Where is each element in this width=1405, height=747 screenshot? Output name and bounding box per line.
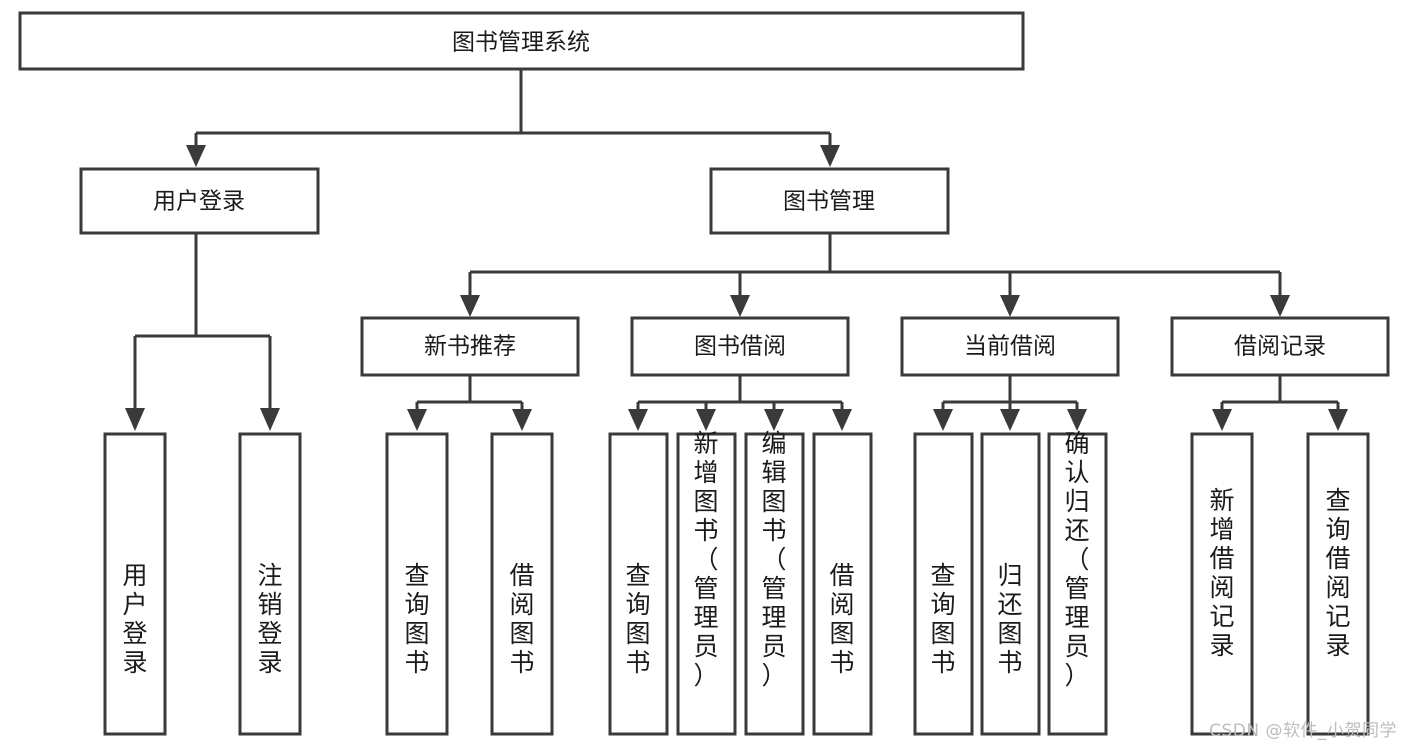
node-borrow-record-label: 借阅记录 <box>1234 334 1326 360</box>
leaf-borrow-query-book-label: 查询图书 <box>625 561 650 677</box>
leaf-node[interactable]: 确认归还（管理员） <box>1047 429 1108 736</box>
node-root[interactable]: 图书管理系统 <box>18 11 1025 71</box>
leaf-node[interactable]: 借阅图书 <box>490 432 554 736</box>
arrow-user-leaf1-icon <box>125 408 145 431</box>
node-new-book-recommend-box[interactable] <box>360 316 580 377</box>
leaf-node[interactable]: 查询图书 <box>385 432 449 736</box>
leaf-current-query-book-box[interactable] <box>913 432 974 736</box>
leaf-record-query-box[interactable] <box>1306 432 1370 736</box>
arrow-user-leaf2-icon <box>260 408 280 431</box>
node-root-box[interactable] <box>18 11 1025 71</box>
node-book-management-box[interactable] <box>709 167 950 235</box>
arrow-record-l2-icon <box>1328 409 1348 431</box>
connector-layer <box>125 70 1348 431</box>
leaf-current-confirm-return-box[interactable] <box>1047 432 1108 736</box>
leaf-record-add-box[interactable] <box>1190 432 1254 736</box>
leaf-current-query-book-label: 查询图书 <box>930 561 955 677</box>
node-user-login[interactable]: 用户登录 <box>79 167 320 235</box>
arrow-borrow-l1-icon <box>628 409 648 431</box>
arrow-book-to-c2-icon <box>730 295 750 317</box>
node-user-login-label: 用户登录 <box>153 189 245 215</box>
node-book-management[interactable]: 图书管理 <box>709 167 950 235</box>
arrow-book-to-c3-icon <box>1000 295 1020 317</box>
arrow-current-l3-icon <box>1067 409 1087 431</box>
arrow-root-to-book-icon <box>820 145 840 167</box>
leaf-borrow-query-book-box[interactable] <box>608 432 669 736</box>
leaf-node[interactable]: 用户登录 <box>103 432 167 736</box>
arrow-borrow-l2-icon <box>696 409 716 431</box>
leaf-record-add-label: 新增借阅记录 <box>1209 486 1234 660</box>
leaf-borrow-edit-book-box[interactable] <box>744 432 805 736</box>
node-root-label: 图书管理系统 <box>452 30 590 56</box>
leaf-user-login-label: 用户登录 <box>122 561 147 677</box>
leaf-node[interactable]: 借阅图书 <box>812 432 873 736</box>
node-new-book-recommend[interactable]: 新书推荐 <box>360 316 580 377</box>
leaf-current-confirm-return-label: 确认归还（管理员） <box>1064 429 1089 690</box>
leaf-rec-borrow-book-label: 借阅图书 <box>509 561 534 677</box>
leaf-node[interactable]: 查询借阅记录 <box>1306 432 1370 736</box>
leaf-current-return-book-label: 归还图书 <box>997 561 1022 677</box>
leaf-borrow-borrow-book-box[interactable] <box>812 432 873 736</box>
node-book-borrow-box[interactable] <box>630 316 850 377</box>
leaf-current-return-book-box[interactable] <box>980 432 1041 736</box>
arrow-borrow-l4-icon <box>832 409 852 431</box>
leaf-record-query-label: 查询借阅记录 <box>1325 486 1350 660</box>
arrow-rec-l2-icon <box>512 409 532 431</box>
arrow-record-l1-icon <box>1212 409 1232 431</box>
leaf-user-logout-box[interactable] <box>238 432 302 736</box>
leaf-node[interactable]: 注销登录 <box>238 432 302 736</box>
node-current-borrow-box[interactable] <box>900 316 1120 377</box>
node-book-borrow-label: 图书借阅 <box>694 334 786 360</box>
node-user-login-box[interactable] <box>79 167 320 235</box>
node-current-borrow-label: 当前借阅 <box>964 334 1056 360</box>
leaf-rec-query-book-label: 查询图书 <box>404 561 429 677</box>
arrow-book-to-c4-icon <box>1270 295 1290 317</box>
leaf-borrow-add-book-box[interactable] <box>676 432 737 736</box>
arrow-current-l1-icon <box>933 409 953 431</box>
leaf-node[interactable]: 新增图书（管理员） <box>676 429 737 736</box>
arrow-current-l2-icon <box>1000 409 1020 431</box>
node-book-borrow[interactable]: 图书借阅 <box>630 316 850 377</box>
arrow-borrow-l3-icon <box>764 409 784 431</box>
leaf-node[interactable]: 查询图书 <box>608 432 669 736</box>
leaf-user-login-box[interactable] <box>103 432 167 736</box>
leaf-borrow-borrow-book-label: 借阅图书 <box>829 561 854 677</box>
arrow-root-to-user-icon <box>186 145 206 167</box>
leaf-node[interactable]: 查询图书 <box>913 432 974 736</box>
node-book-management-label: 图书管理 <box>783 189 875 215</box>
leaf-node[interactable]: 新增借阅记录 <box>1190 432 1254 736</box>
leaf-rec-query-book-box[interactable] <box>385 432 449 736</box>
leaf-user-logout-label: 注销登录 <box>257 561 282 677</box>
arrow-book-to-c1-icon <box>460 295 480 317</box>
leaf-rec-borrow-book-box[interactable] <box>490 432 554 736</box>
node-current-borrow[interactable]: 当前借阅 <box>900 316 1120 377</box>
node-borrow-record-box[interactable] <box>1170 316 1390 377</box>
arrow-rec-l1-icon <box>407 409 427 431</box>
leaf-node[interactable]: 归还图书 <box>980 432 1041 736</box>
leaf-node[interactable]: 编辑图书（管理员） <box>744 429 805 736</box>
leaf-borrow-add-book-label: 新增图书（管理员） <box>693 429 718 690</box>
node-new-book-recommend-label: 新书推荐 <box>424 334 516 360</box>
leaf-borrow-edit-book-label: 编辑图书（管理员） <box>761 429 786 690</box>
node-borrow-record[interactable]: 借阅记录 <box>1170 316 1390 377</box>
